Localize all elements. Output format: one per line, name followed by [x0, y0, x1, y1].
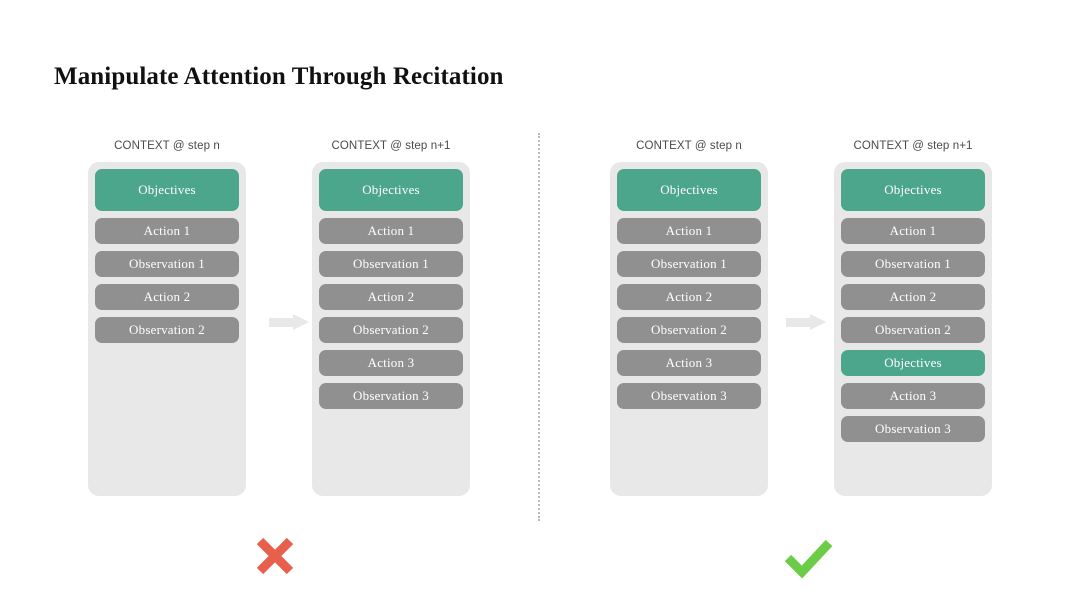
- group-divider: [538, 133, 540, 521]
- context-item-observation[interactable]: Observation 2: [95, 317, 239, 343]
- context-item-objectives-recited[interactable]: Objectives: [841, 350, 985, 376]
- check-icon: [778, 527, 838, 587]
- column-header: CONTEXT @ step n: [114, 140, 220, 152]
- column-header: CONTEXT @ step n+1: [331, 140, 451, 152]
- transition-arrow-icon: [786, 314, 826, 331]
- context-item-action[interactable]: Action 1: [95, 218, 239, 244]
- context-item-observation[interactable]: Observation 3: [841, 416, 985, 442]
- column-header: CONTEXT @ step n+1: [853, 140, 973, 152]
- context-item-observation[interactable]: Observation 1: [841, 251, 985, 277]
- context-item-action[interactable]: Action 1: [617, 218, 761, 244]
- context-item-action[interactable]: Action 2: [841, 284, 985, 310]
- context-item-objectives[interactable]: Objectives: [95, 169, 239, 211]
- context-item-observation[interactable]: Observation 2: [319, 317, 463, 343]
- context-item-action[interactable]: Action 3: [617, 350, 761, 376]
- context-item-observation[interactable]: Observation 3: [319, 383, 463, 409]
- context-item-observation[interactable]: Observation 2: [841, 317, 985, 343]
- column-header: CONTEXT @ step n: [636, 140, 742, 152]
- transition-arrow-icon: [269, 314, 309, 331]
- page-title: Manipulate Attention Through Recitation: [54, 62, 504, 90]
- context-item-action[interactable]: Action 1: [319, 218, 463, 244]
- context-item-observation[interactable]: Observation 2: [617, 317, 761, 343]
- context-item-observation[interactable]: Observation 1: [319, 251, 463, 277]
- context-item-objectives[interactable]: Objectives: [841, 169, 985, 211]
- context-item-action[interactable]: Action 2: [617, 284, 761, 310]
- context-item-action[interactable]: Action 2: [319, 284, 463, 310]
- context-item-observation[interactable]: Observation 3: [617, 383, 761, 409]
- context-item-action[interactable]: Action 2: [95, 284, 239, 310]
- context-item-action[interactable]: Action 3: [319, 350, 463, 376]
- context-item-action[interactable]: Action 1: [841, 218, 985, 244]
- context-item-observation[interactable]: Observation 1: [95, 251, 239, 277]
- context-item-action[interactable]: Action 3: [841, 383, 985, 409]
- context-panel: Objectives Action 1 Observation 1 Action…: [610, 162, 768, 496]
- context-item-objectives[interactable]: Objectives: [617, 169, 761, 211]
- context-panel: Objectives Action 1 Observation 1 Action…: [834, 162, 992, 496]
- context-item-objectives[interactable]: Objectives: [319, 169, 463, 211]
- context-panel: Objectives Action 1 Observation 1 Action…: [312, 162, 470, 496]
- context-item-observation[interactable]: Observation 1: [617, 251, 761, 277]
- cross-icon: [245, 527, 305, 587]
- context-panel: Objectives Action 1 Observation 1 Action…: [88, 162, 246, 496]
